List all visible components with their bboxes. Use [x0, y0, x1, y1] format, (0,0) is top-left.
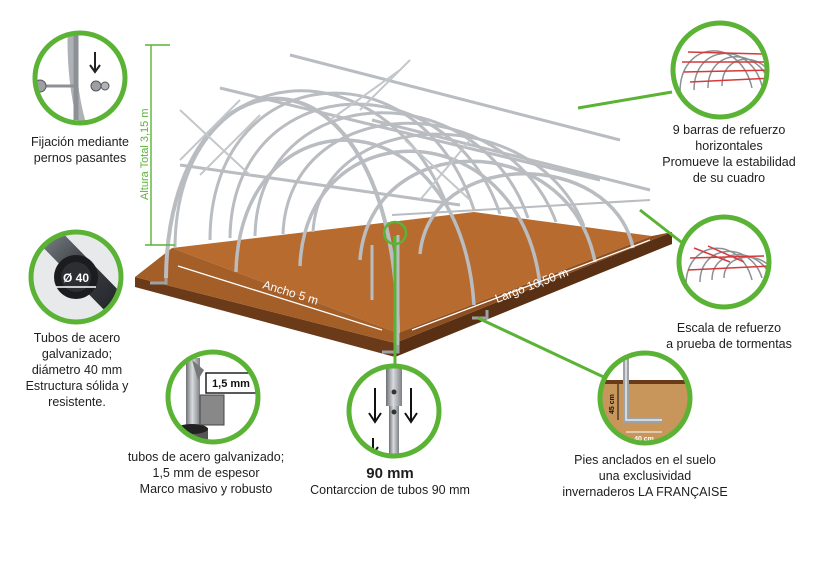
greenhouse-illustration: Altura Total 3,15 m Ancho 5 m Largo 10,5… [135, 44, 672, 357]
reinforcement-bars-caption: 9 barras de refuerzo horizontales Promue… [662, 123, 796, 185]
tube-contraction-callout [346, 363, 442, 459]
bolt-fixing-caption: Fijación mediante pernos pasantes [31, 135, 129, 165]
storm-reinforcement-caption: Escala de refuerzo a prueba de tormentas [666, 321, 792, 351]
leader-lines [393, 90, 686, 382]
storm-reinforcement-callout [676, 214, 772, 310]
soil-bed-side [135, 277, 395, 357]
height-dimension-label: Altura Total 3,15 m [139, 108, 151, 200]
anchor-depth-label: 45 cm [609, 394, 616, 414]
tube-diameter-caption: Tubos de acero galvanizado; diámetro 40 … [25, 331, 129, 409]
thickness-badge: 1,5 mm [212, 378, 250, 390]
arrow-down-icon [368, 388, 382, 424]
arrow-down-icon [404, 388, 418, 424]
tube-contraction-caption: 90 mm Contarccion de tubos 90 mm [290, 466, 490, 498]
arrow-down-icon [89, 52, 101, 74]
contraction-title: 90 mm [366, 465, 414, 482]
thickness-callout: 1,5 mm [165, 349, 261, 445]
thickness-caption: tubos de acero galvanizado; 1,5 mm de es… [127, 450, 285, 496]
nut-icon [90, 80, 102, 92]
anchored-feet-caption: Pies anclados en el suelo una exclusivid… [562, 453, 728, 499]
tube-diameter-callout: Ø 40 [28, 229, 124, 325]
soil-bed-front [395, 232, 672, 357]
frame-arches [164, 53, 651, 334]
anchor-width-label: 40 cm [634, 436, 654, 443]
reinforcement-bars-callout [670, 20, 770, 120]
dimension-lines [177, 239, 651, 331]
anchored-feet-callout: 45 cm 40 cm [597, 350, 693, 446]
bolt-fixing-callout [32, 30, 128, 126]
diameter-badge: Ø 40 [63, 271, 89, 285]
connection-marker [382, 220, 408, 246]
